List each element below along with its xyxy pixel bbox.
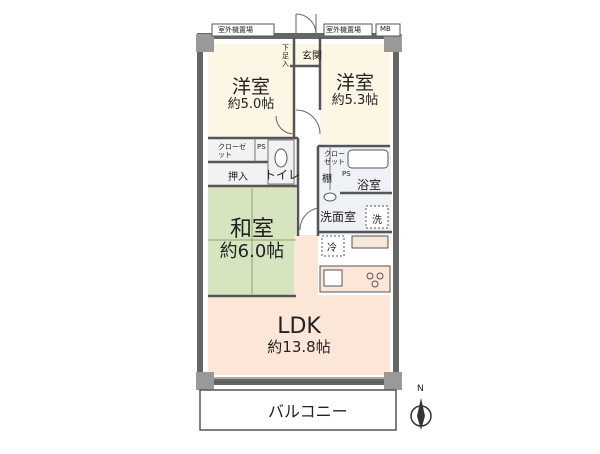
oshiire-label: 押入 [228, 172, 248, 183]
washer-label: 洗 [372, 215, 382, 226]
balcony-label: バルコニー [268, 402, 348, 421]
balcony-outline [199, 389, 397, 431]
pillar [384, 372, 402, 390]
door-swings [275, 13, 321, 231]
bedroom2-floor [320, 44, 390, 144]
kitchen-sink [323, 269, 343, 287]
stove-burner [371, 280, 379, 288]
ldk-name: LDK [277, 313, 321, 339]
ps1-label: PS [257, 143, 266, 151]
outdoor-unit-left-label: 室外機置場 [218, 26, 253, 34]
bedroom2-size: 約5.3帖 [331, 93, 379, 109]
entrance-label: 玄関 [302, 51, 322, 62]
ldk-floor [208, 295, 390, 375]
washitsu-size: 約6.0帖 [219, 241, 285, 263]
pillar [384, 34, 402, 52]
ps2-label: PS [342, 170, 351, 178]
pillar [196, 34, 214, 52]
closet-dividers [254, 138, 331, 190]
outdoor-unit-right-label: 室外機置場 [326, 26, 361, 34]
bedroom2: 洋室 約5.3帖 [320, 56, 390, 126]
mb-box [375, 23, 401, 37]
ldk-size: 約13.8帖 [267, 338, 331, 357]
washitsu-name: 和室 [229, 217, 274, 242]
bathtub [347, 149, 389, 169]
stove-burner [376, 272, 384, 280]
toilet-label: トイレ [264, 168, 301, 182]
fridge-space [321, 235, 345, 257]
fridge-label: 冷 [327, 243, 337, 254]
toilet-fixture [274, 148, 288, 168]
kitchen-cabinet [351, 235, 389, 249]
north-label: N [417, 384, 424, 394]
washbasin [323, 192, 337, 202]
mb-label: MB [380, 25, 391, 33]
bedroom1-name: 洋室 [231, 75, 270, 98]
shelf-label: 棚 [322, 174, 332, 185]
washer-space [365, 205, 389, 229]
washroom-label: 洗面室 [320, 210, 357, 224]
closet1-label: クローゼット [218, 143, 246, 159]
bath-label: 浴室 [357, 178, 382, 192]
outdoor-unit-right-box [323, 23, 373, 37]
outdoor-unit-left-box [211, 23, 275, 37]
tatami-lines [208, 188, 296, 294]
pillar [196, 372, 214, 390]
bedroom1-floor [208, 44, 294, 138]
closet2-label: クローゼット [324, 150, 345, 166]
bedroom1: 洋室 約5.0帖 [208, 60, 294, 130]
shoe-storage-label: 下足入 [282, 44, 289, 68]
interior-walls [208, 38, 392, 298]
compass-icon [410, 398, 432, 430]
entrance-floor [290, 44, 320, 66]
bedroom2-name: 洋室 [335, 71, 374, 94]
washitsu: 和室 約6.0帖 [208, 205, 296, 275]
stove-burner [366, 272, 374, 280]
bedroom1-size: 約5.0帖 [227, 97, 275, 113]
ldk: LDK 約13.8帖 [208, 305, 390, 365]
balcony-windows [214, 377, 384, 383]
